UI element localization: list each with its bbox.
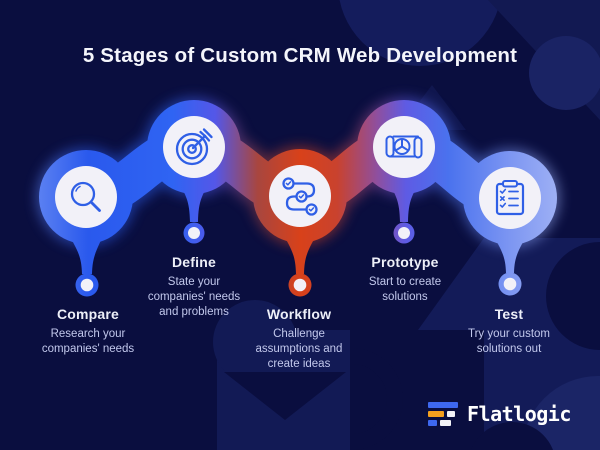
stage-block-define: Define State your companies' needs and p…	[139, 254, 249, 321]
magnifier-icon	[70, 181, 101, 212]
stage-label: Workflow	[266, 306, 332, 322]
checklist-icon	[495, 180, 525, 216]
stage-block-workflow: Workflow Challenge assumptions and creat…	[244, 306, 354, 373]
drip-test	[491, 231, 529, 273]
stage-description: State your companies' needs and problems	[147, 276, 241, 319]
stage-description: Research your companies' needs	[41, 328, 135, 356]
flatlogic-logo: Flatlogic	[428, 398, 571, 430]
page-title: 5 Stages of Custom CRM Web Development	[82, 44, 518, 67]
workflow-icon	[282, 177, 318, 216]
drip-define	[177, 179, 211, 222]
deco-diagonal	[418, 238, 484, 330]
stage-label: Prototype	[371, 254, 439, 270]
flatlogic-logo-icon	[428, 401, 458, 427]
drip-prototype	[387, 179, 421, 222]
stage-description: Challenge assumptions and create ideas	[255, 328, 343, 371]
logo-text: Flatlogic	[467, 402, 571, 426]
stage-label: Compare	[56, 306, 120, 322]
stage-description: Start to create solutions	[368, 276, 442, 304]
stage-description: Try your custom solutions out	[467, 328, 550, 356]
stage-block-compare: Compare Research your companies' needs	[33, 306, 143, 357]
deco-tile-dome	[213, 300, 297, 384]
drip-workflow	[281, 230, 319, 274]
target-icon	[175, 128, 213, 166]
stage-label: Test	[494, 306, 524, 322]
stage-block-prototype: Prototype Start to create solutions	[350, 254, 460, 305]
deco-ring	[351, 348, 403, 450]
stage-label: Define	[172, 254, 216, 270]
deco-dark-circle	[546, 242, 600, 350]
deco-bottom-circle	[522, 376, 600, 450]
deco-dome	[339, 0, 501, 66]
deco-dark-notch	[471, 422, 553, 450]
deco-down-triangle	[224, 372, 346, 420]
deco-circle	[529, 36, 600, 110]
drip-compare	[67, 231, 105, 274]
blueprint-icon	[385, 135, 423, 159]
stage-block-test: Test Try your custom solutions out	[454, 306, 564, 357]
